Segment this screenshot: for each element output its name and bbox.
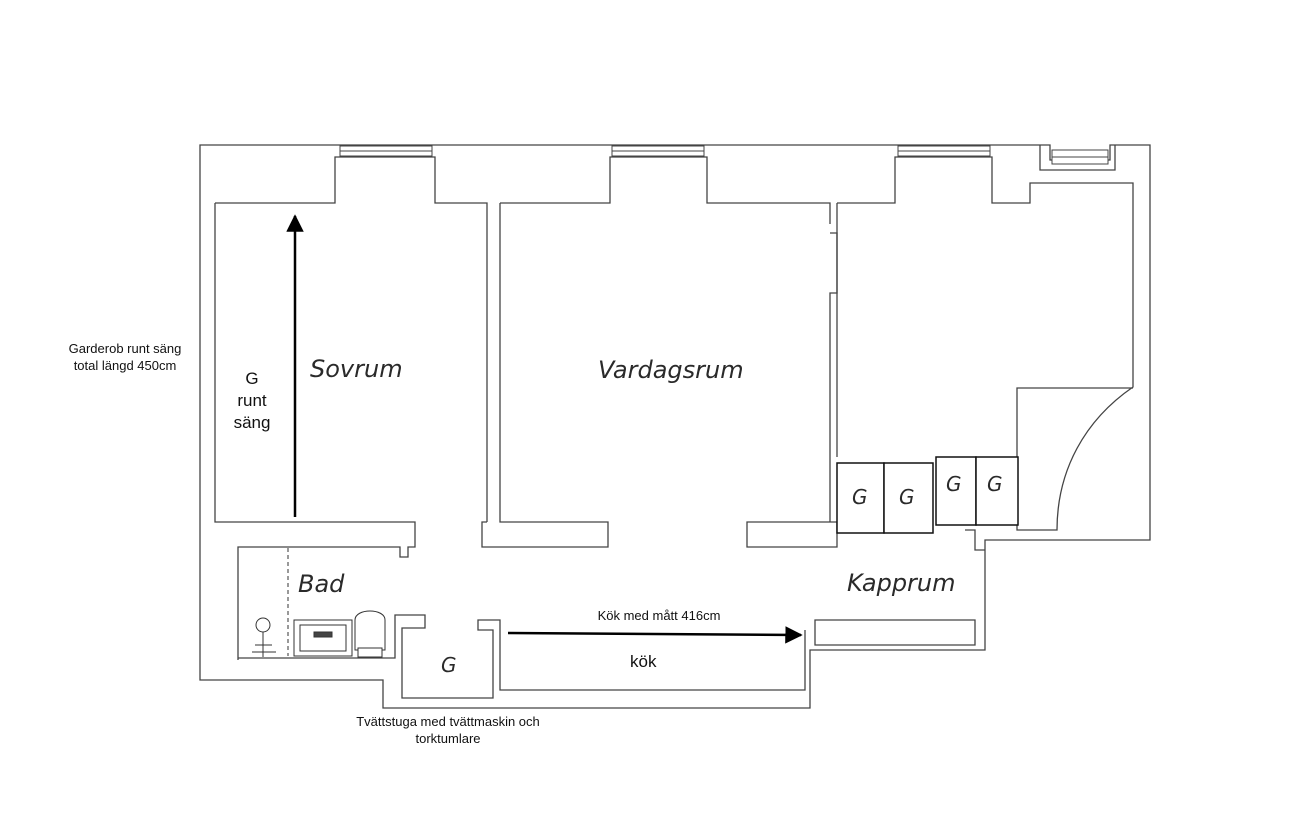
kitchen-measure-note: Kök med mått 416cm <box>598 608 721 623</box>
kitchen-length-arrow <box>507 626 803 644</box>
room-label-vardagsrum: Vardagsrum <box>598 356 744 384</box>
room-label-kok: kök <box>630 652 657 671</box>
room-label-kapprum: Kapprum <box>847 569 956 597</box>
bathroom-fixtures <box>252 548 386 658</box>
wardrobe-2 <box>883 462 934 534</box>
laundry-note-line1: Tvättstuga med tvättmaskin och <box>356 714 540 729</box>
garderob-note-line1: Garderob runt säng <box>69 341 182 356</box>
bed-wardrobe-label-sang: säng <box>234 413 271 432</box>
wardrobe-3 <box>935 456 977 526</box>
laundry-note-line2: torktumlare <box>415 731 480 746</box>
bed-wardrobe-label-runt: runt <box>237 391 267 410</box>
toilet-icon <box>354 610 386 651</box>
garderob-note-line2: total längd 450cm <box>74 358 177 373</box>
windows <box>339 145 1109 165</box>
wardrobes <box>836 456 1019 534</box>
wardrobe-1 <box>836 462 885 534</box>
wardrobe-label: G <box>946 472 962 496</box>
wardrobe-4 <box>975 456 1019 526</box>
room-label-bad: Bad <box>298 570 345 598</box>
laundry-cabinet-label: G <box>441 653 457 677</box>
room-label-sovrum: Sovrum <box>310 355 403 383</box>
wardrobe-label: G <box>852 485 868 509</box>
wardrobe-label: G <box>987 472 1003 496</box>
shower-icon <box>255 617 271 633</box>
wardrobe-label: G <box>899 485 915 509</box>
bed-wardrobe-label-g: G <box>245 369 258 388</box>
inner-walls <box>214 156 1134 699</box>
